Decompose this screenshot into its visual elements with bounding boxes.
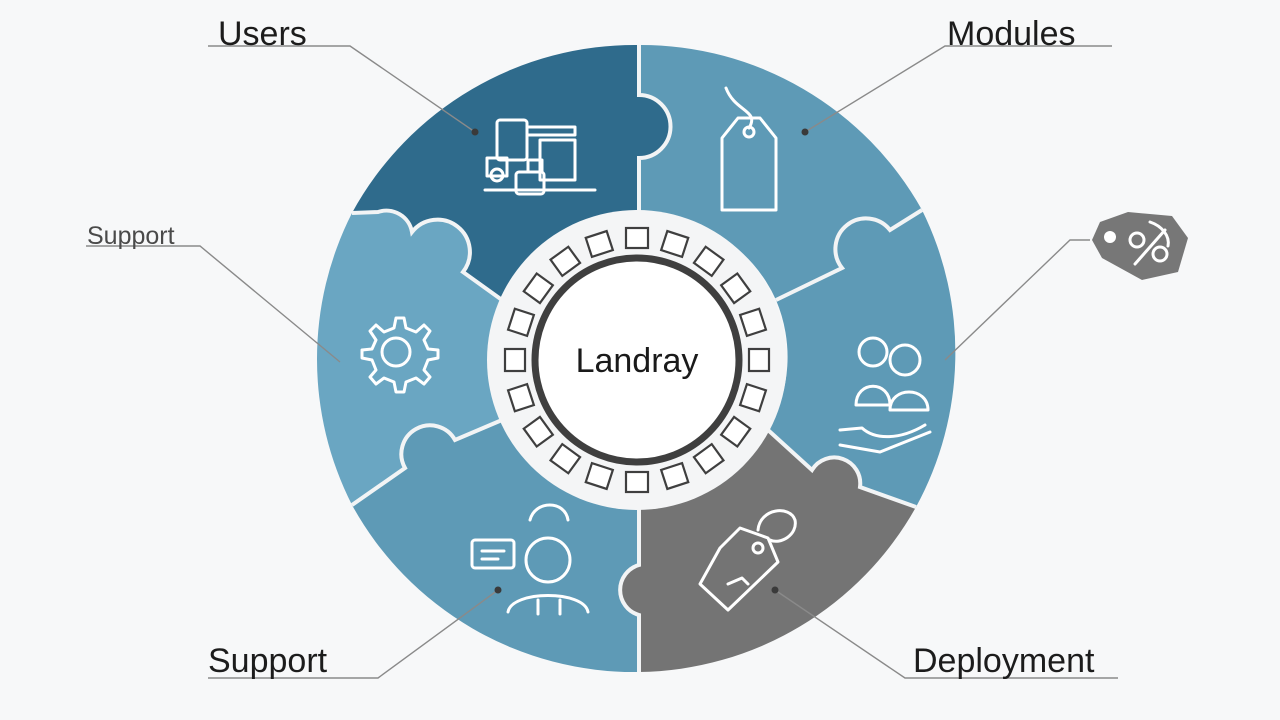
- hub-tick: [548, 245, 582, 278]
- hub-tick: [738, 307, 768, 338]
- label-modules: Modules: [947, 15, 1076, 53]
- hub-tick: [738, 382, 768, 413]
- hub-tick: [719, 271, 752, 305]
- hub-tick: [624, 226, 650, 250]
- leader-users: [208, 45, 476, 133]
- segment-users: [352, 44, 671, 300]
- hub-tick: [506, 382, 536, 413]
- office-equipment-icon: [483, 118, 597, 196]
- hub-tick: [624, 470, 650, 494]
- leader-right: [944, 239, 1090, 361]
- hub-tick: [659, 229, 690, 259]
- hub-tick: [659, 461, 690, 491]
- gear-icon: [360, 316, 440, 394]
- hub-tick: [719, 415, 752, 449]
- hub-tick: [584, 461, 615, 491]
- segment-deployment: [620, 430, 916, 672]
- hub-tick: [692, 442, 726, 475]
- hub-tick: [747, 347, 771, 373]
- segment-seams: [350, 45, 924, 672]
- label-support-side: Support: [87, 222, 175, 250]
- label-users: Users: [218, 15, 307, 53]
- center-hub: Landray: [487, 210, 787, 510]
- label-deployment: Deployment: [913, 642, 1095, 680]
- customer-service-icon: [470, 503, 590, 616]
- leader-deployment: [774, 589, 1118, 679]
- discount-tag-icon: [1092, 212, 1188, 280]
- hub-tick-ring: [503, 226, 771, 494]
- leader-support-side: [86, 245, 341, 363]
- label-support-bottom: Support: [208, 642, 328, 680]
- leader-modules: [804, 45, 1112, 133]
- hub-tick: [503, 347, 527, 373]
- segment-modules: [639, 44, 922, 300]
- hub-tick: [584, 229, 615, 259]
- shoe-tag-icon: [698, 509, 797, 612]
- leader-lines: [86, 45, 1118, 679]
- center-label: Landray: [576, 342, 699, 380]
- people-hand-icon: [838, 336, 932, 454]
- hub-tick: [522, 271, 555, 305]
- leader-support-bottom: [208, 589, 499, 679]
- segment-support-bottom: [352, 420, 639, 673]
- hub-tick: [692, 245, 726, 278]
- hub-tick: [506, 307, 536, 338]
- hub-tick: [522, 415, 555, 449]
- hub-tick: [548, 442, 582, 475]
- price-tag-icon: [720, 86, 778, 212]
